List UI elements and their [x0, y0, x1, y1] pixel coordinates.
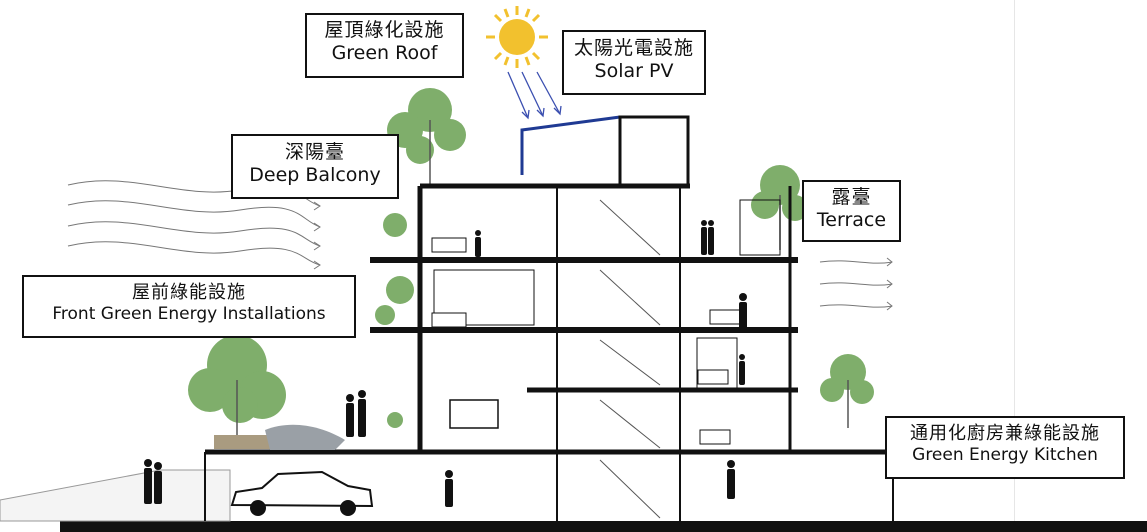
label-terrace-en: Terrace: [816, 209, 887, 232]
label-front-green-energy: 屋前綠能設施 Front Green Energy Installations: [22, 275, 356, 338]
label-terrace-zh: 露臺: [831, 186, 872, 208]
label-front-green-energy-zh: 屋前綠能設施: [132, 282, 246, 303]
label-deep-balcony-en: Deep Balcony: [249, 164, 381, 187]
building-structure: [204, 115, 894, 521]
label-green-roof: 屋頂綠化設施 Green Roof: [305, 13, 464, 78]
label-green-roof-en: Green Roof: [331, 42, 438, 65]
label-green-roof-zh: 屋頂綠化設施: [324, 19, 445, 41]
label-solar-pv-zh: 太陽光電設施: [573, 37, 694, 59]
bed-icon: [431, 237, 741, 445]
car-icon: [230, 470, 374, 516]
sun-ray-arrows: [507, 71, 562, 120]
label-terrace: 露臺 Terrace: [802, 180, 901, 242]
sidewalk: [0, 469, 231, 522]
label-green-energy-kitchen: 通用化廚房兼綠能設施 Green Energy Kitchen: [885, 416, 1125, 479]
label-green-energy-kitchen-zh: 通用化廚房兼綠能設施: [910, 423, 1100, 444]
label-solar-pv: 太陽光電設施 Solar PV: [562, 30, 706, 95]
solar-panel: [520, 115, 621, 175]
page-right-border: [1014, 0, 1015, 532]
person-icon: [144, 220, 747, 507]
label-front-green-energy-en: Front Green Energy Installations: [52, 303, 326, 324]
label-solar-pv-en: Solar PV: [594, 60, 674, 83]
ground-line: [60, 521, 1147, 532]
front-water-feature: [265, 424, 345, 450]
label-deep-balcony-zh: 深陽臺: [284, 141, 345, 163]
wind-arrow-icon-right: [819, 257, 893, 311]
sun-icon: [486, 6, 548, 68]
staircase: [599, 199, 661, 519]
label-deep-balcony: 深陽臺 Deep Balcony: [231, 134, 399, 199]
label-green-energy-kitchen-en: Green Energy Kitchen: [912, 444, 1098, 465]
